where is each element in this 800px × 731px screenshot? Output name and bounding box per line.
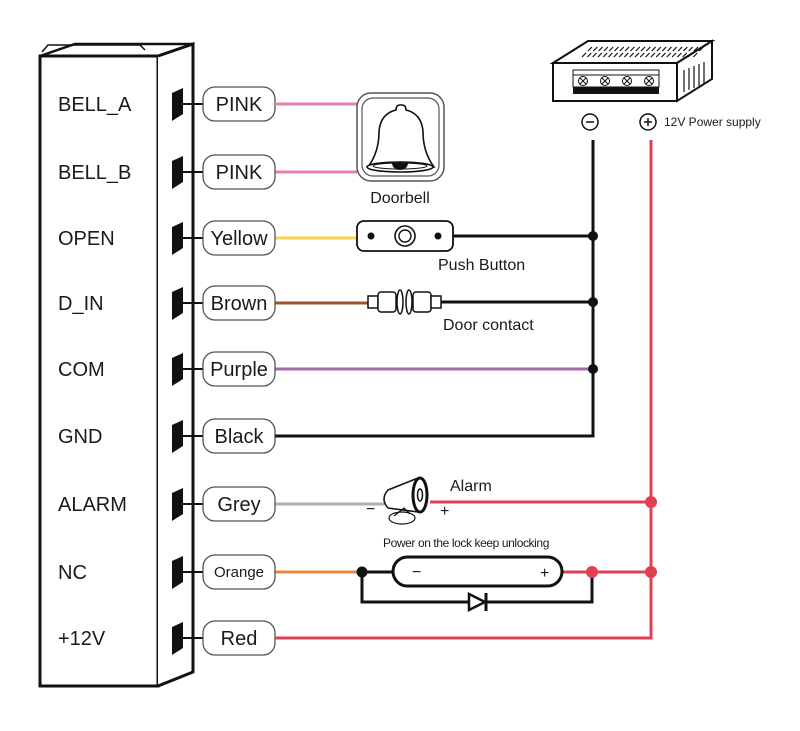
wire-color-label: PINK: [216, 162, 263, 184]
lock-plus-label: +: [540, 565, 549, 582]
terminal-name: +12V: [58, 628, 106, 650]
wire-color-label: Grey: [217, 494, 260, 516]
wire-color-label: PINK: [216, 94, 263, 116]
wire-color-label: Orange: [214, 564, 264, 581]
wire-color-label: Purple: [210, 359, 268, 381]
terminal-name: ALARM: [58, 494, 127, 516]
wire-color-tag: [202, 220, 276, 256]
power-supply-icon: [549, 39, 716, 103]
alarm-plus-label: +: [440, 503, 449, 520]
terminal-row: Grey ALARM: [58, 486, 388, 522]
terminal-block: [172, 622, 183, 655]
terminal-block: [172, 420, 183, 453]
power-supply-label: 12V Power supply: [664, 115, 761, 129]
lock-caption: Power on the lock keep unlocking: [383, 536, 549, 550]
lock-minus-label: −: [412, 564, 421, 581]
wire-color-tag: [202, 486, 276, 522]
terminal-row: PINK BELL_B: [58, 154, 357, 190]
terminal-row: Orange NC: [58, 554, 362, 590]
wire-color-tag: [202, 154, 276, 190]
terminal-block: [172, 488, 183, 521]
alarm-label: Alarm: [450, 478, 492, 495]
doorbell-label: Doorbell: [370, 190, 430, 207]
terminal-block: [172, 88, 183, 121]
ground-bus: [275, 140, 595, 438]
push-button-icon: [356, 220, 454, 252]
diode-icon: [467, 591, 488, 613]
terminal-block: [172, 353, 183, 386]
terminal-name: COM: [58, 359, 105, 381]
terminal-row: Purple COM: [58, 351, 593, 387]
wire-color-tag: [202, 351, 276, 387]
terminal-name: OPEN: [58, 228, 115, 250]
terminal-block: [172, 222, 183, 255]
wire-color-label: Black: [215, 426, 265, 448]
terminal-row: Brown D_IN: [58, 285, 368, 321]
wire-color-label: Red: [221, 628, 258, 650]
controller-unit: [38, 41, 195, 688]
terminal-name: BELL_A: [58, 94, 132, 116]
push-button-label: Push Button: [438, 257, 525, 274]
alarm-siren-icon: [383, 476, 429, 525]
doorbell-icon: [356, 92, 445, 182]
wire-color-label: Yellow: [210, 228, 268, 250]
terminal-block: [172, 287, 183, 320]
electric-lock-icon: [391, 555, 564, 588]
terminal-name: BELL_B: [58, 162, 131, 184]
door-contact-label: Door contact: [443, 317, 534, 334]
terminal-name: GND: [58, 426, 102, 448]
wire-color-tag: [202, 554, 276, 590]
terminal-row: Yellow OPEN: [58, 220, 357, 256]
positive-bus: [275, 140, 653, 640]
wire-color-label: Brown: [211, 293, 268, 315]
terminal-name: D_IN: [58, 293, 104, 315]
terminal-block: [172, 556, 183, 589]
alarm-minus-label: −: [366, 501, 375, 518]
door-contact-icon: [367, 289, 442, 315]
terminal-name: NC: [58, 562, 87, 584]
wire-color-tag: [202, 285, 276, 321]
terminal-block: [172, 156, 183, 189]
